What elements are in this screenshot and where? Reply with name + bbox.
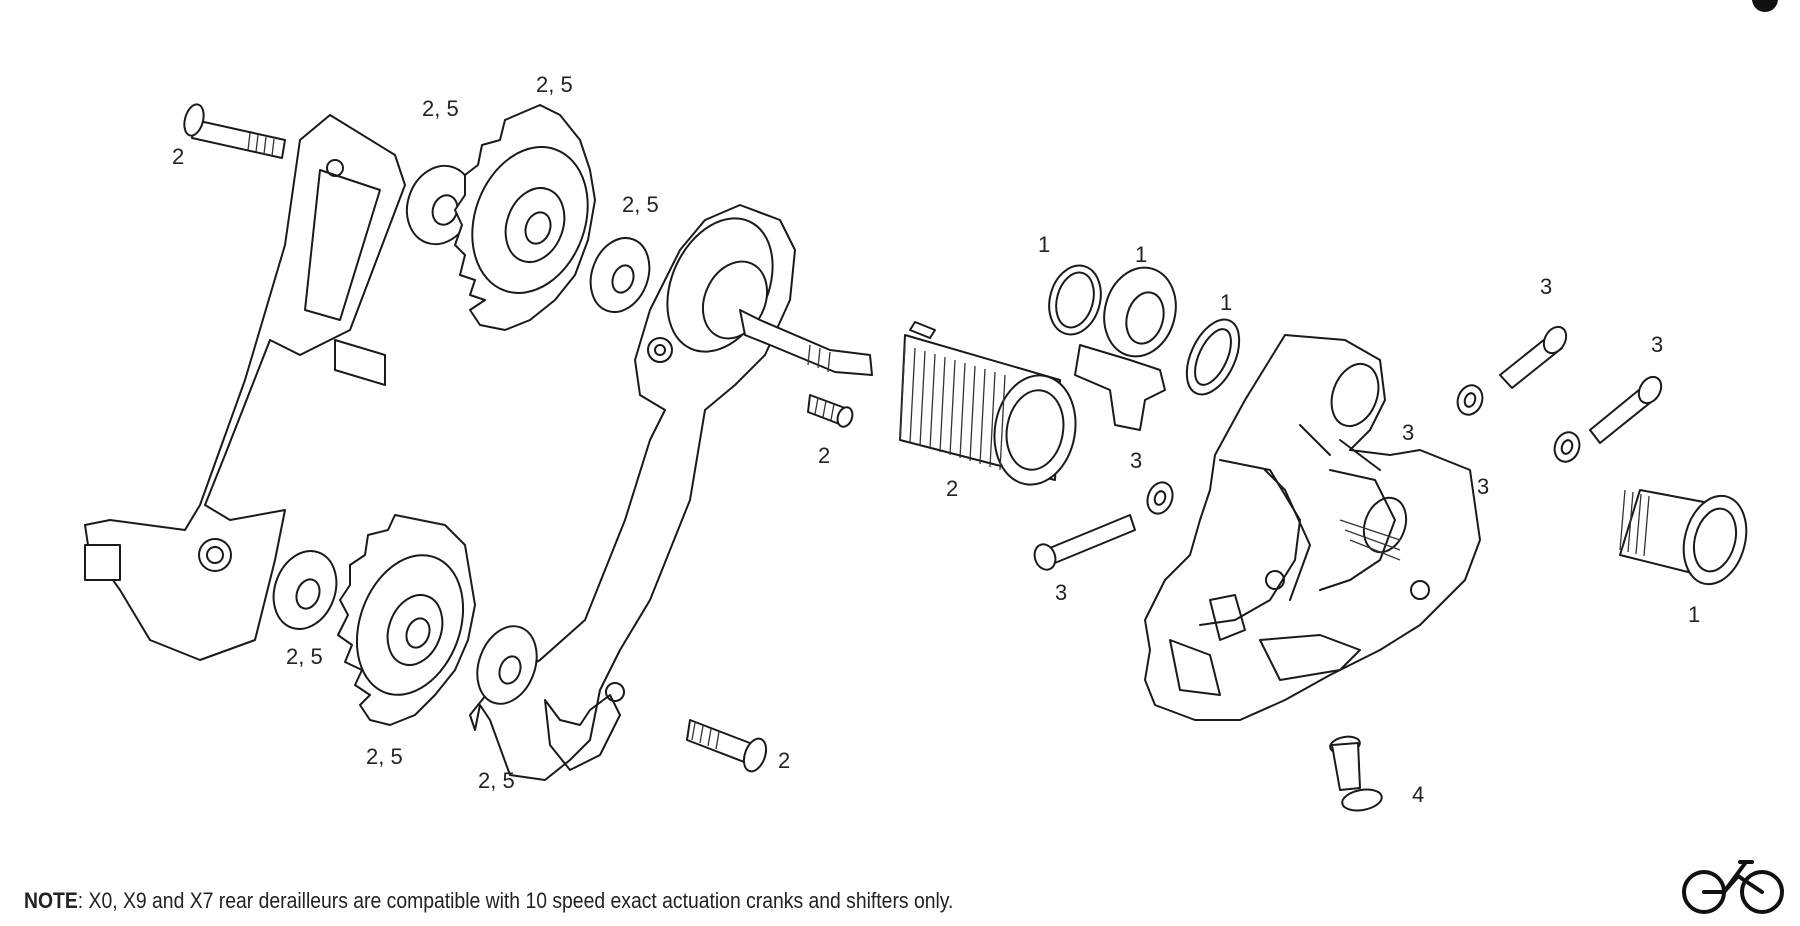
callout-label: 2, 5 xyxy=(536,72,573,97)
cage-bolt-top xyxy=(183,103,286,159)
callout-label: 2, 5 xyxy=(286,644,323,669)
upper-pulley-wheel xyxy=(454,104,596,331)
mounting-bolt xyxy=(1619,489,1748,586)
callout-label: 4 xyxy=(1412,782,1425,807)
inner-cage-plate xyxy=(469,204,873,781)
callout-label: 3 xyxy=(1651,332,1664,357)
callout-label: 1 xyxy=(1688,602,1701,627)
limit-screw-small xyxy=(807,394,854,428)
pivot-washer-lower-right xyxy=(1553,431,1581,463)
derailleur-body xyxy=(1144,334,1481,721)
cable-anchor-bolt xyxy=(1329,735,1383,812)
callout-label: 2 xyxy=(818,443,831,468)
callout-label: 3 xyxy=(1477,474,1490,499)
callout-label: 3 xyxy=(1402,420,1415,445)
compatibility-note: NOTE: X0, X9 and X7 rear derailleurs are… xyxy=(24,888,953,914)
spring-cover-bushing xyxy=(1074,266,1177,431)
lower-pulley-wheel xyxy=(337,514,476,726)
corner-mark xyxy=(1752,0,1778,12)
callout-label: 1 xyxy=(1038,232,1051,257)
callout-label: 2, 5 xyxy=(366,744,403,769)
callout-label: 1 xyxy=(1135,242,1148,267)
callout-label: 2, 5 xyxy=(422,96,459,121)
lower-washer-right xyxy=(476,625,538,705)
note-text: : X0, X9 and X7 rear derailleurs are com… xyxy=(77,888,954,913)
oval-seal xyxy=(1185,318,1241,396)
cage-bolt-bottom xyxy=(686,719,768,773)
callout-label: 2 xyxy=(946,476,959,501)
upper-washer-right xyxy=(589,237,651,313)
note-label: NOTE xyxy=(24,888,78,913)
callout-label: 3 xyxy=(1540,274,1553,299)
pivot-bolt-upper-right xyxy=(1499,325,1568,389)
outer-cage-plate xyxy=(84,114,406,661)
pivot-bolt-left xyxy=(1033,514,1136,571)
callout-label: 2, 5 xyxy=(478,768,515,793)
pivot-bolt-lower-right xyxy=(1589,375,1663,444)
callout-label: 3 xyxy=(1130,448,1143,473)
bicycle-icon xyxy=(1682,860,1784,914)
callout-label: 2 xyxy=(172,144,185,169)
callout-label: 2 xyxy=(778,748,791,773)
cage-return-spring xyxy=(899,321,1077,486)
seal-ring xyxy=(1048,264,1102,336)
callout-label: 3 xyxy=(1055,580,1068,605)
callout-label: 2, 5 xyxy=(622,192,659,217)
pivot-washer-upper-right xyxy=(1456,384,1484,416)
pivot-washer-left xyxy=(1146,481,1174,515)
lower-washer-left xyxy=(272,550,338,630)
callout-label: 1 xyxy=(1220,290,1233,315)
